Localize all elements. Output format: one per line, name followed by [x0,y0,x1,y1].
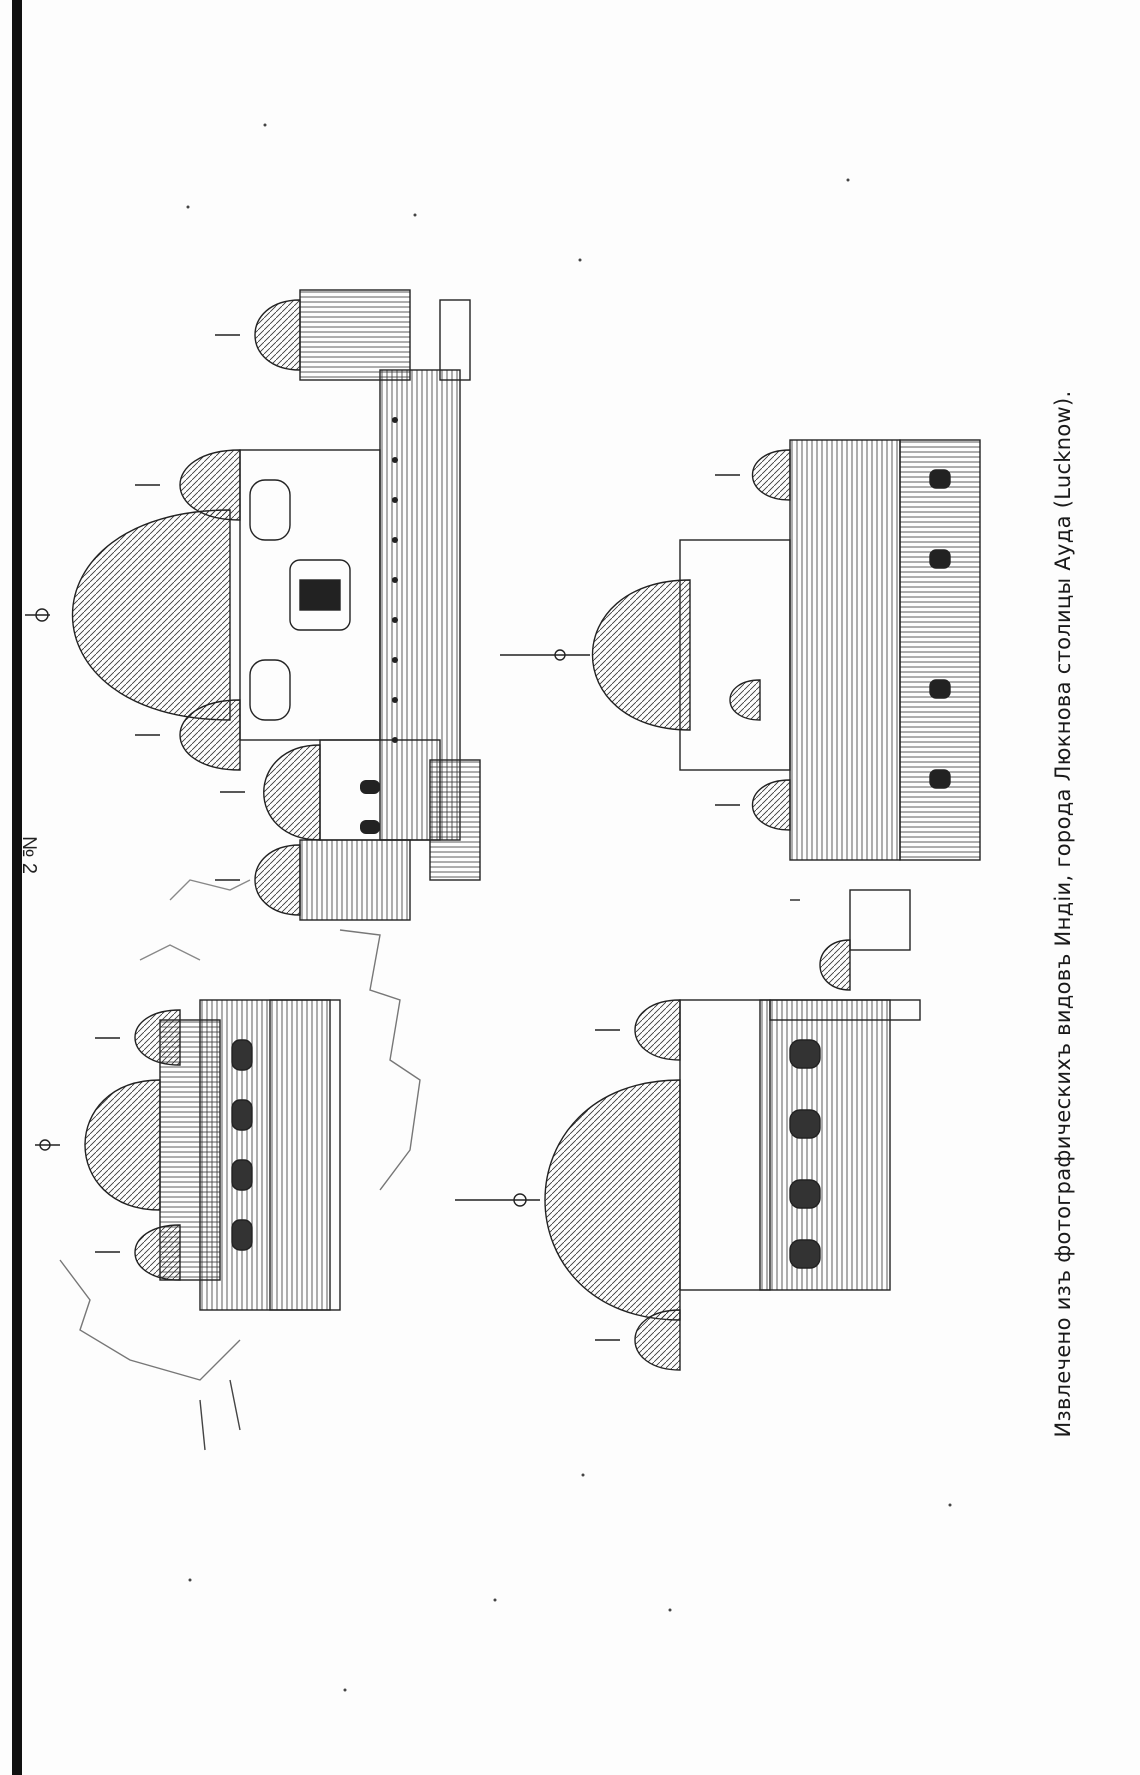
figure-bottom-left-mosque [455,889,921,1371]
paper-specks [186,123,952,1692]
figure-top-left-mosque [35,879,421,1451]
figure-bottom-right-mosque [500,439,981,861]
caption-text: Извлечено изъ фотографическихъ видовъ Ин… [1051,390,1075,1438]
page-edge-rule [12,0,22,1775]
figure-top-right-mosque [25,289,481,921]
